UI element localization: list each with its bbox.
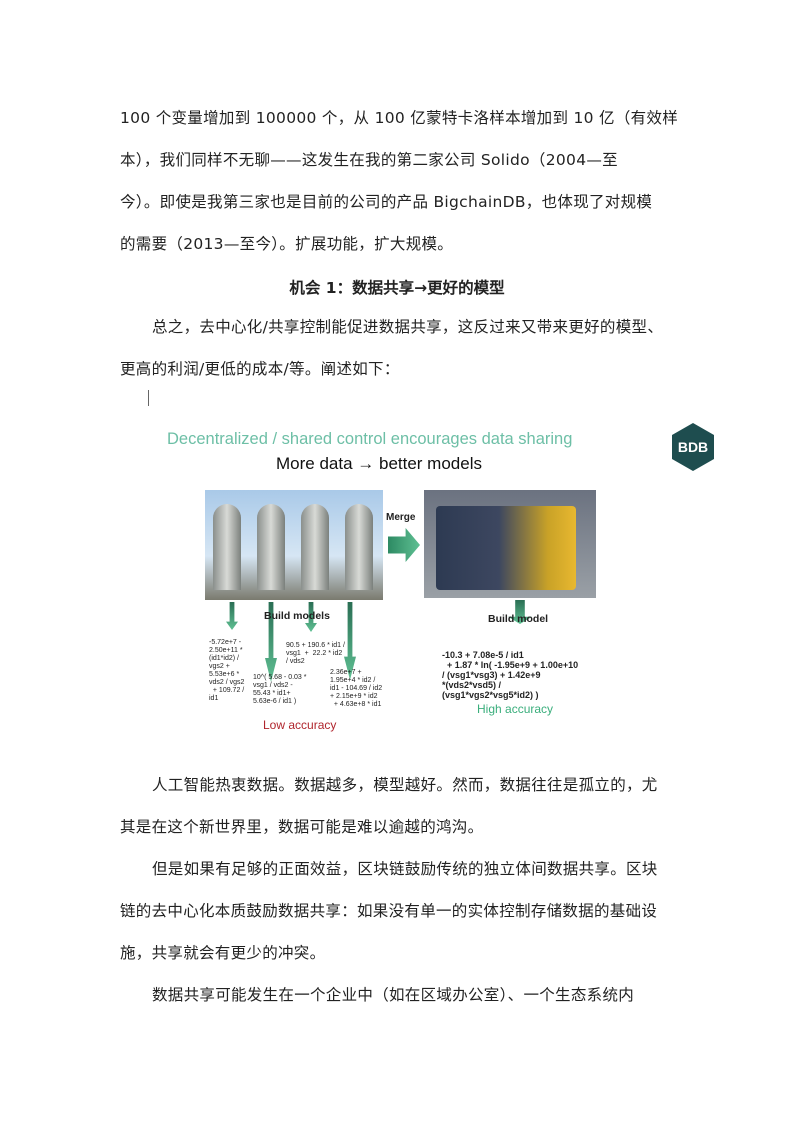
tank-image bbox=[424, 490, 596, 598]
body-text-line: 但是如果有足够的正面效益，区块链鼓励传统的独立体间数据共享。区块 bbox=[152, 860, 658, 878]
high-accuracy-label: High accuracy bbox=[477, 702, 554, 716]
body-text-line: 的需要（2013—至今）。扩展功能，扩大规模。 bbox=[120, 235, 454, 253]
body-text-line: 更高的利润/更低的成本/等。阐述如下： bbox=[120, 360, 400, 378]
merge-label: Merge bbox=[386, 512, 416, 523]
figure-title: Decentralized / shared control encourage… bbox=[167, 430, 573, 448]
body-text-line: 数据共享可能发生在一个企业中（如在区域办公室）、一个生态系统内 bbox=[152, 986, 635, 1004]
body-text-line: 人工智能热衷数据。数据越多，模型越好。然而，数据往往是孤立的，尤 bbox=[152, 776, 658, 794]
merge-arrow-icon bbox=[388, 528, 420, 562]
merged-formula: -10.3 + 7.08e-5 / id1 + 1.87 * ln( -1.95… bbox=[442, 650, 579, 700]
formula: 90.5 + 190.6 * id1 / vsg1 + 22.2 * id2 /… bbox=[286, 642, 345, 665]
formula: -5.72e+7 - 2.50e+11 * (id1*id2) / vgs2 +… bbox=[209, 639, 245, 702]
formula: 2.36e+7 + 1.95e+4 * id2 / id1 - 104.69 /… bbox=[330, 669, 383, 708]
bigchaindb-logo: BDB bbox=[672, 423, 714, 471]
figure-subtitle: More data → better models bbox=[276, 454, 482, 473]
text-cursor bbox=[148, 390, 149, 406]
low-accuracy-label: Low accuracy bbox=[263, 718, 337, 732]
body-text-line: 链的去中心化本质鼓励数据共享：如果没有单一的实体控制存储数据的基础设 bbox=[120, 902, 658, 920]
body-text-line: 本），我们同样不无聊——这发生在我的第二家公司 Solido（2004—至 bbox=[120, 151, 618, 169]
silos-image bbox=[205, 490, 383, 600]
body-text-line: 施，共享就会有更少的冲突。 bbox=[120, 944, 326, 962]
build-models-label: Build models bbox=[264, 610, 330, 622]
body-text-line: 其是在这个新世界里，数据可能是难以逾越的鸿沟。 bbox=[120, 818, 484, 836]
body-text-line: 总之，去中心化/共享控制能促进数据共享，这反过来又带来更好的模型、 bbox=[152, 318, 664, 336]
body-text-line: 今）。即使是我第三家也是目前的公司的产品 BigchainDB，也体现了对规模 bbox=[120, 193, 653, 211]
body-text-line: 100 个变量增加到 100000 个，从 100 亿蒙特卡洛样本增加到 10 … bbox=[120, 109, 679, 127]
figure-data-sharing: Decentralized / shared control encourage… bbox=[150, 420, 720, 745]
section-heading: 机会 1：数据共享→更好的模型 bbox=[289, 279, 505, 297]
formula: 10^( 5.68 - 0.03 * vsg1 / vds2 - 55.43 *… bbox=[253, 674, 307, 705]
down-arrow-icon bbox=[226, 602, 238, 630]
build-model-label: Build model bbox=[488, 613, 549, 625]
